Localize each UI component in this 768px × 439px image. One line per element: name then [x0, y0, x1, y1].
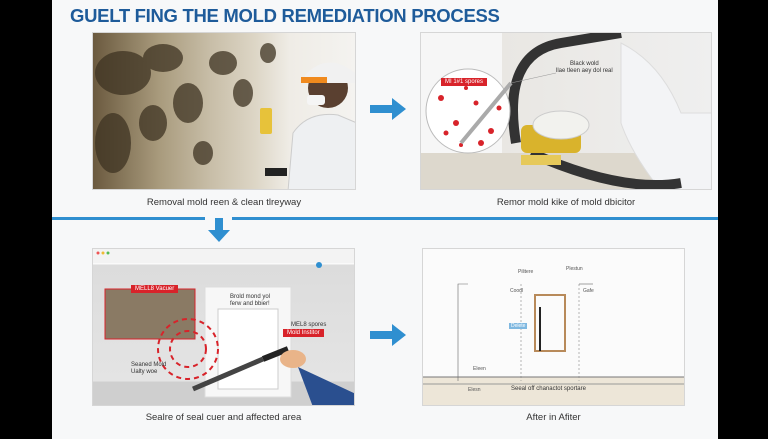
label-eleen: Eleen: [473, 366, 486, 372]
panel-seal-area: MELL8 Vacuer Mold Institor Brold mond yo…: [92, 248, 355, 406]
divider-line-left: [52, 217, 205, 220]
spores-label: MEL8 spores: [291, 322, 327, 328]
arrow-right-icon: [370, 324, 406, 346]
panel-2-caption: Remor mold kike of mold dbicitor: [496, 197, 636, 208]
mold-wall-illustration: [95, 43, 355, 189]
mold-institor-tag: Mold Institor: [283, 329, 324, 337]
infographic: GUELT FING THE MOLD REMEDIATION PROCESS …: [52, 0, 718, 439]
label-delete: Delete: [509, 323, 528, 329]
panel-after-diagram: Pilitere Plestun Coodl Gafe Delete Eleen…: [422, 248, 685, 406]
vacuum-tag: MELL8 Vacuer: [131, 285, 179, 293]
worker-figure: [260, 62, 355, 189]
label-gafe: Gafe: [583, 288, 594, 294]
after-diagram: [423, 283, 684, 405]
label-pilitere: Pilitere: [518, 269, 534, 275]
label-coodl: Coodl: [510, 288, 524, 294]
seal-area-illustration: [93, 249, 354, 405]
seal-off-label: Seeal off chanactot sportare: [511, 386, 586, 392]
spores-tag: MI 1#1 spores: [441, 78, 488, 86]
black-mold-annotation: Black wold llae tleen aey dol real: [556, 61, 613, 75]
panel-4-caption: After in Afiter: [526, 412, 581, 423]
label-plestun: Plestun: [566, 266, 583, 272]
sealed-mold-label: Seaned Mold Ualty woe: [131, 362, 167, 376]
divider-line-right: [232, 217, 718, 220]
page-title: GUELT FING THE MOLD REMEDIATION PROCESS: [70, 5, 500, 26]
arrow-down-icon: [208, 218, 230, 242]
vacuum-illustration: [421, 33, 711, 189]
label-elesn: Elesn: [468, 387, 481, 393]
panel-1-caption: Removal mold reen & clean tlreyway: [146, 197, 302, 208]
panel-vacuum: MI 1#1 spores Black wold llae tleen aey …: [420, 32, 712, 190]
mold-note-label: Brold mond yol ferw and bbier!: [230, 294, 271, 308]
panel-3-caption: Sealre of seal cuer and affected area: [145, 412, 302, 423]
panel-mold-wall: [92, 32, 356, 190]
arrow-right-icon: [370, 98, 406, 120]
